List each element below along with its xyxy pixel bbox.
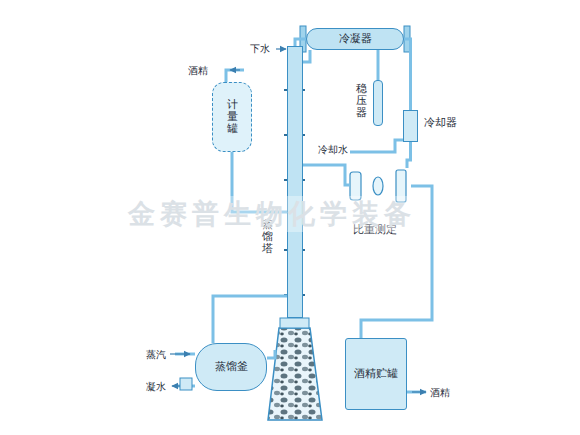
watermark: 金赛普生物化学装备 xyxy=(128,196,416,232)
condenser: 冷凝器 xyxy=(306,28,404,50)
pipe-connector xyxy=(295,39,306,46)
node-label: 蒸馏釜 xyxy=(215,361,248,374)
pipe-connector xyxy=(404,39,411,110)
outlet-label: 凝水 xyxy=(146,380,166,394)
pipe-connector xyxy=(213,296,287,343)
inlet-label: 下水 xyxy=(250,42,270,56)
node-label: 酒精贮罐 xyxy=(354,368,398,381)
measuring-tank: 计量罐 xyxy=(212,82,252,152)
node-label: 冷却器 xyxy=(424,117,457,130)
outlet-label: 酒精 xyxy=(430,386,450,400)
node-label: 稳压器 xyxy=(356,83,367,119)
distillation-column: 蒸馏塔 xyxy=(287,46,303,318)
inlet-label: 蒸汽 xyxy=(146,348,166,362)
still-kettle: 蒸馏釜 xyxy=(195,343,267,391)
alcohol-storage-tank: 酒精贮罐 xyxy=(345,338,407,410)
stabilizer: 稳压器 xyxy=(373,80,383,126)
steam-trap xyxy=(180,378,192,390)
node-label: 冷凝器 xyxy=(339,33,372,46)
pipe-connector xyxy=(377,50,380,80)
pipe-connector xyxy=(407,142,411,168)
node-label: 计量罐 xyxy=(227,99,238,135)
column-base xyxy=(268,328,322,420)
cooler: 冷却器 xyxy=(403,110,418,142)
inlet-label: 酒精 xyxy=(188,64,208,78)
inlet-label: 冷却水 xyxy=(316,143,350,157)
column-flange xyxy=(280,318,309,328)
